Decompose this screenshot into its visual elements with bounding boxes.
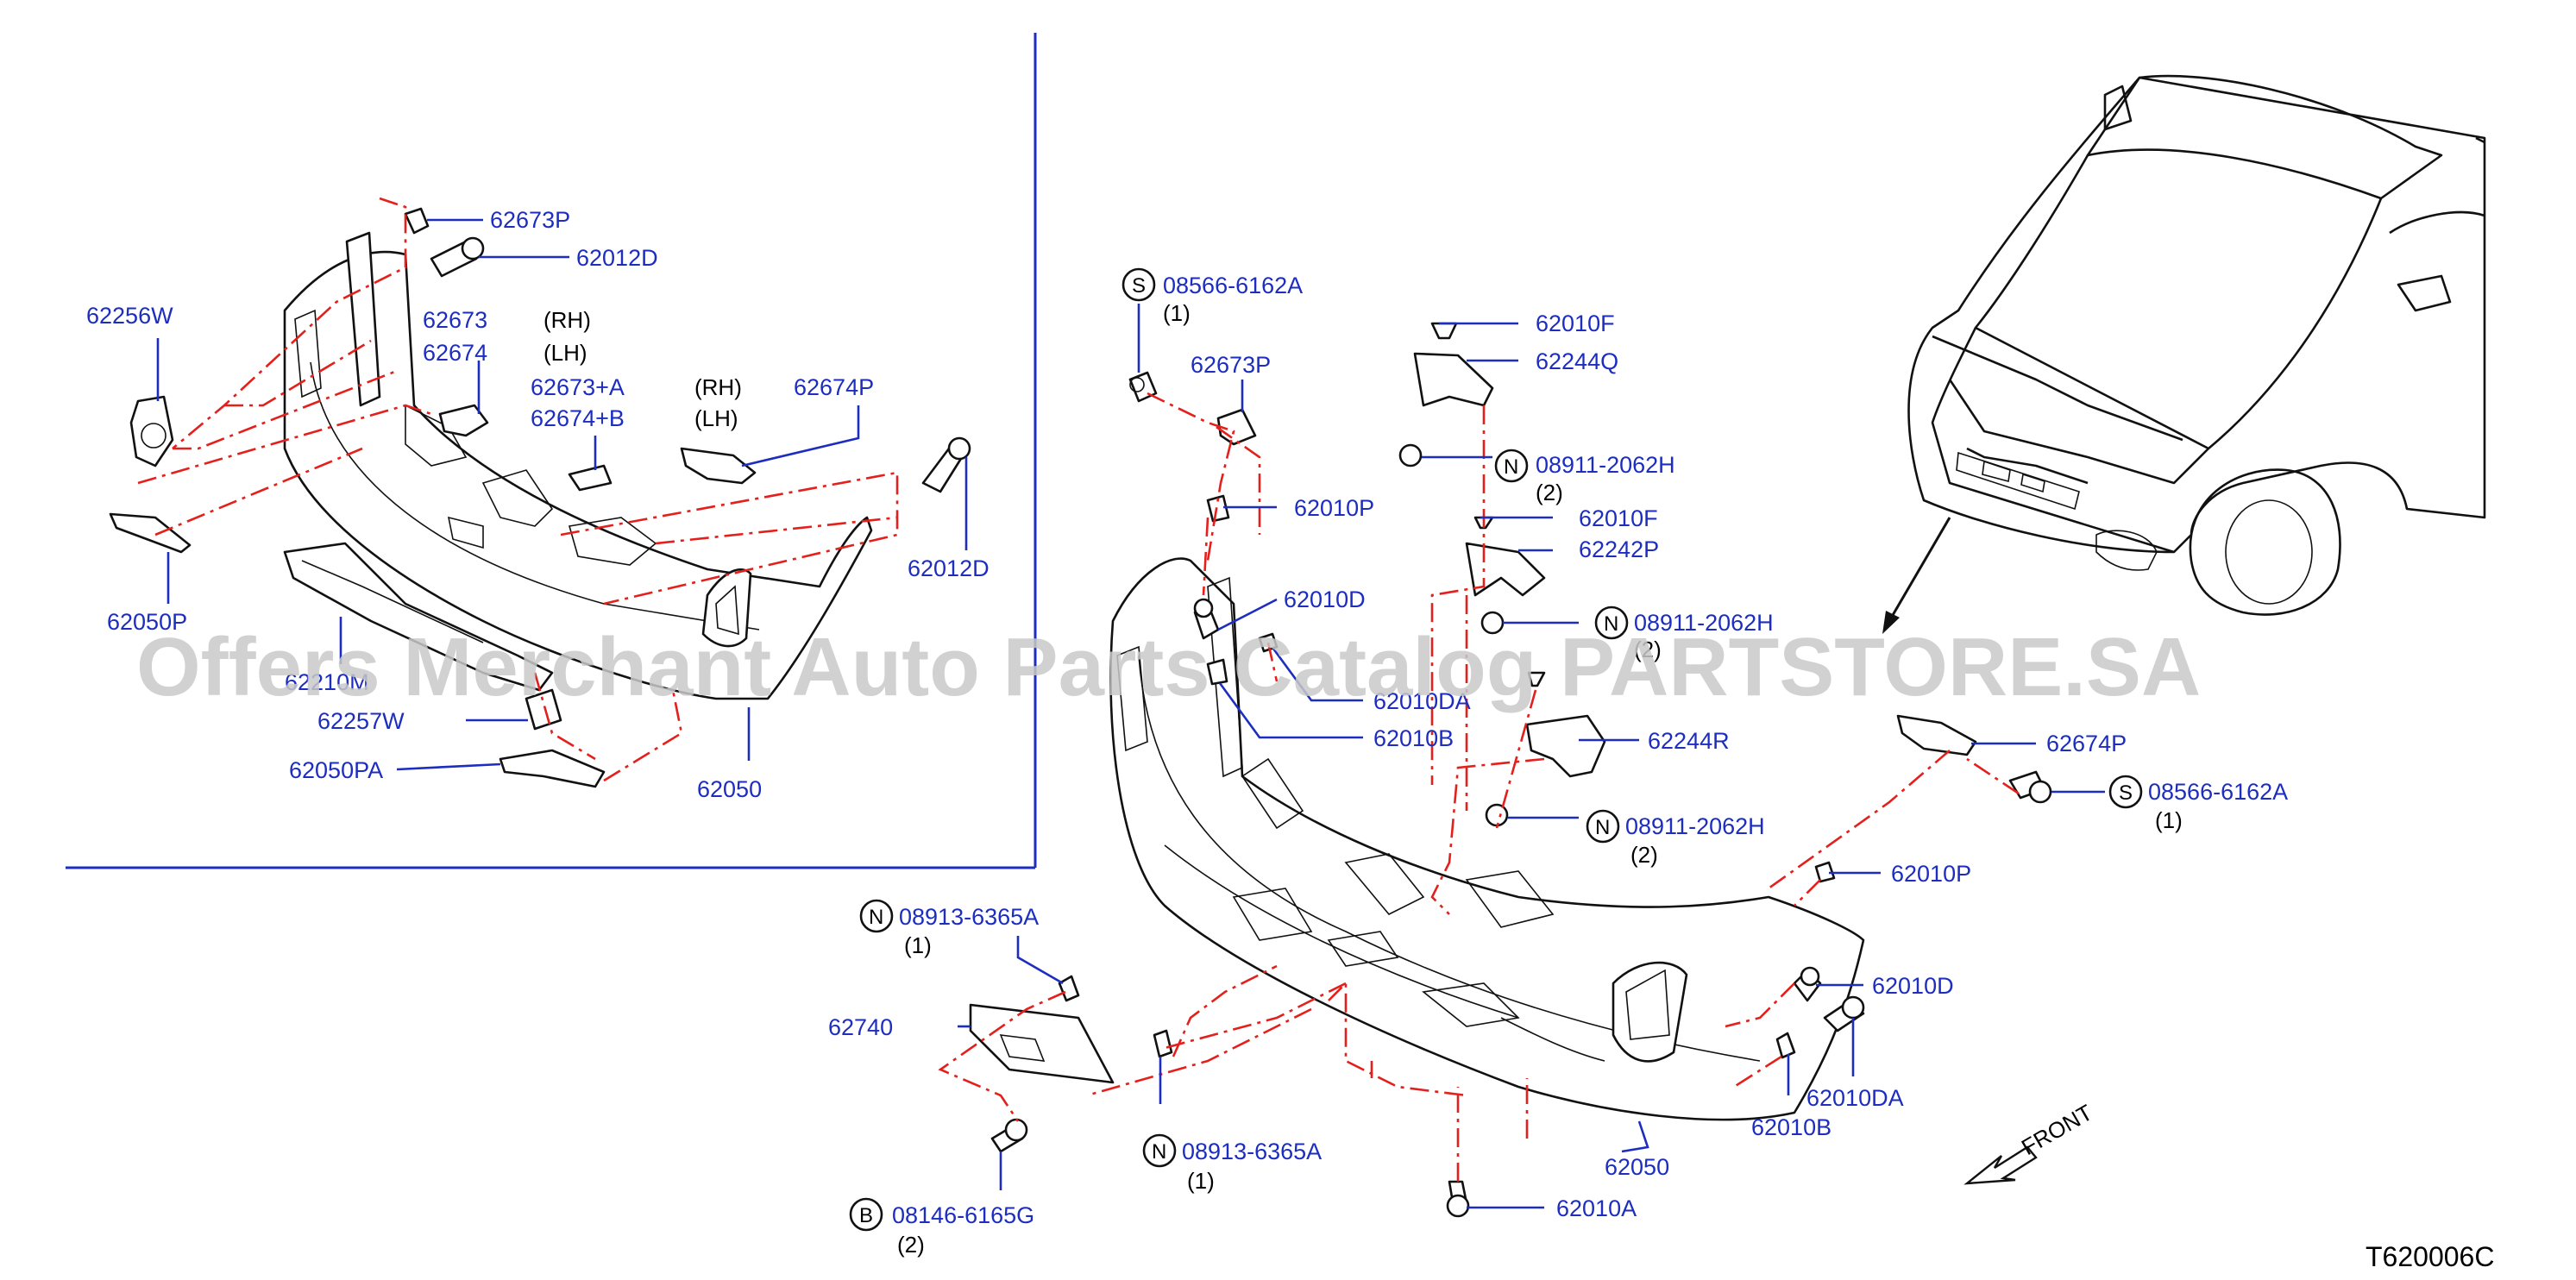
qty-label: (1) (1163, 300, 1191, 326)
main-assembly-lines (938, 392, 2020, 1182)
label-62256W: 62256W (86, 303, 173, 329)
label-62210M: 62210M (285, 669, 369, 695)
label-62673P: 62673P (490, 207, 570, 233)
inset-bracket-62674P (680, 447, 757, 485)
label-62674P: 62674P (2046, 731, 2127, 756)
label-62257W: 62257W (317, 708, 405, 734)
inset-screw-62012D-right (921, 436, 971, 493)
label-62740: 62740 (828, 1014, 893, 1040)
main-fog-lamp-opening (1500, 1017, 1605, 1062)
symbol-letter: N (1604, 612, 1618, 636)
qty-label: (2) (1536, 480, 1563, 505)
main-leaders (958, 304, 2105, 1209)
label-lh: (LH) (694, 405, 738, 431)
label-62010DA: 62010DA (1806, 1085, 1904, 1111)
inset-labels: 62673P 62012D 62256W 62673 62674 (RH) (L… (86, 207, 990, 802)
label-62674P: 62674P (794, 374, 874, 400)
label-08913-6365A: 08913-6365A (1182, 1139, 1322, 1164)
label-08146-6165G: 08146-6165G (892, 1202, 1034, 1228)
label-62050PA: 62050PA (289, 757, 383, 783)
qty-label: (1) (2155, 807, 2183, 833)
label-62010F: 62010F (1536, 311, 1615, 336)
symbol-letter: N (1595, 816, 1610, 839)
label-08566-6162A: 08566-6162A (2148, 779, 2288, 805)
front-label: FRONT (2017, 1099, 2097, 1160)
inset-bracket-62673A (568, 464, 613, 492)
label-62674B: 62674+B (531, 405, 625, 431)
qty-label: (1) (1187, 1168, 1215, 1194)
label-62010B: 62010B (1373, 725, 1454, 751)
label-62244R: 62244R (1648, 728, 1730, 754)
label-62010F: 62010F (1579, 505, 1658, 531)
inset-trim-62050PA (499, 749, 606, 788)
label-62010P: 62010P (1891, 861, 1971, 887)
inset-frame (66, 33, 1037, 869)
main-labels: 08566-6162A (1) 62673P 62010F 62244Q 089… (828, 273, 2288, 1258)
symbol-letter: S (1132, 274, 1146, 298)
inset-lower-trim-left (109, 512, 192, 554)
label-62050P: 62050P (107, 609, 187, 635)
inset-assembly-lines (137, 197, 899, 782)
label-62244Q: 62244Q (1536, 348, 1618, 374)
label-62050: 62050 (1605, 1154, 1669, 1180)
label-rh: (RH) (694, 374, 742, 400)
inset-cover-62257W (525, 688, 562, 731)
label-62673A: 62673+A (531, 374, 625, 400)
inset-bracket-62673 (438, 404, 489, 437)
inset-fog-lamp-bezel-left (129, 395, 174, 467)
vehicle-front-view (1907, 74, 2486, 616)
watermark: Offers Merchant Auto Parts Catalog PARTS… (136, 621, 2201, 713)
inset-leaders (156, 218, 968, 771)
label-08911-2062H: 08911-2062H (1536, 452, 1675, 478)
symbol-letter: S (2119, 781, 2133, 805)
symbol-letter: N (1504, 455, 1518, 479)
diagram-code: T620006C (2366, 1241, 2494, 1272)
symbol-letter: N (869, 906, 883, 929)
label-62012D: 62012D (576, 245, 658, 271)
symbol-letter: N (1152, 1140, 1166, 1164)
label-62010D: 62010D (1284, 587, 1366, 612)
label-62010P: 62010P (1294, 495, 1374, 521)
vehicle-location-arrow (1882, 517, 1951, 634)
label-08911-2062H: 08911-2062H (1625, 813, 1765, 839)
inset-retainer-bracket (283, 542, 554, 692)
inset-bumper-fascia (283, 231, 873, 700)
label-lh: (LH) (543, 340, 587, 366)
label-62673: 62673 (423, 307, 487, 333)
label-62010D: 62010D (1872, 973, 1954, 999)
label-62050: 62050 (697, 776, 762, 802)
qty-label: (2) (1630, 842, 1658, 868)
label-62674: 62674 (423, 340, 487, 366)
label-62010DA: 62010DA (1373, 688, 1471, 714)
label-08911-2062H: 08911-2062H (1634, 610, 1774, 636)
qty-label: (1) (904, 932, 932, 958)
symbol-letter: B (859, 1204, 873, 1227)
qty-label: (2) (897, 1232, 925, 1258)
inset-clip-62673P (404, 207, 430, 235)
label-08566-6162A: 08566-6162A (1163, 273, 1303, 298)
label-62010B: 62010B (1751, 1114, 1831, 1140)
circle-symbols: S N N N S N N B (849, 267, 2143, 1232)
qty-label: (2) (1634, 637, 1662, 662)
label-62673P: 62673P (1191, 352, 1271, 378)
label-62242P: 62242P (1579, 536, 1659, 562)
label-rh: (RH) (543, 307, 591, 333)
label-08913-6365A: 08913-6365A (899, 904, 1039, 930)
inset-screw-62012D-top (430, 236, 485, 278)
front-direction-indicator: FRONT (1963, 1099, 2097, 1185)
label-62010A: 62010A (1556, 1195, 1637, 1221)
label-62012D: 62012D (908, 555, 990, 581)
